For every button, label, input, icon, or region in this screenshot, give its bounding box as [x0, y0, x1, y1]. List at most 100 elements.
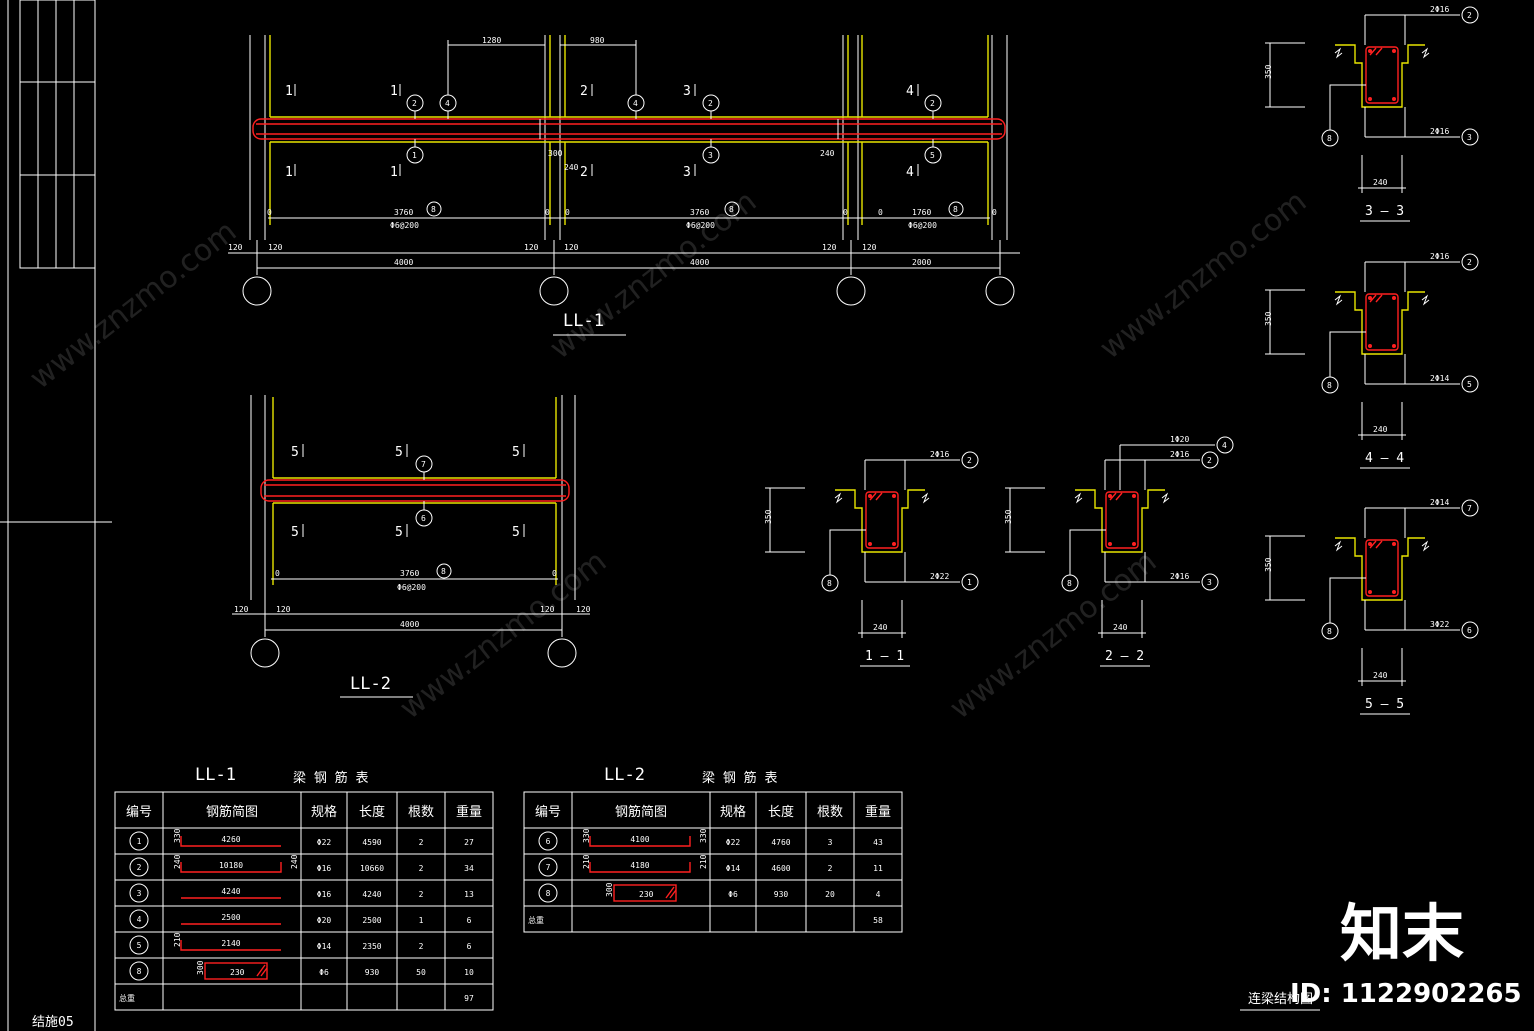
bar-shape-label: 240 — [173, 854, 182, 869]
brand-logo: 知末 — [1340, 897, 1464, 970]
axis-bubble — [836, 276, 866, 306]
ll1-stirrup-spec: Φ6@200 — [908, 221, 937, 230]
axis-bubble — [539, 276, 569, 306]
row-number: 1 — [137, 837, 142, 846]
cell-length: 4590 — [362, 838, 381, 847]
bar-shape-label: 2140 — [221, 939, 240, 948]
row-number: 6 — [546, 837, 551, 846]
bottom-bar-spec: 3Φ22 — [1430, 620, 1449, 629]
cell-length: 10660 — [360, 864, 384, 873]
stirrup-tag: 8 — [729, 205, 734, 214]
cell-spec: Φ14 — [317, 942, 332, 951]
bar-tag: 3 — [1467, 133, 1472, 142]
ll1-top-dim: 1280 — [482, 36, 501, 45]
offset-dim: 120 — [540, 605, 555, 614]
table-header: 钢筋简图 — [615, 804, 667, 820]
cell-length: 4760 — [771, 838, 790, 847]
table-header: 钢筋简图 — [206, 804, 258, 820]
stirrup-tag: 8 — [827, 579, 832, 588]
zero-label: 0 — [878, 208, 883, 217]
cell-count: 2 — [419, 838, 424, 847]
bar-shape-label: 330 — [582, 828, 591, 843]
width-dim: 240 — [1113, 623, 1128, 632]
ll2-title: LL-2 — [350, 674, 391, 694]
ll1-stirrup-spec: Φ6@200 — [686, 221, 715, 230]
table-header: 编号 — [126, 805, 152, 820]
bar-tag: 7 — [1467, 504, 1472, 513]
bar-tag: 3 — [1207, 578, 1212, 587]
bar-shape-label: 230 — [639, 890, 654, 899]
cell-length: 930 — [774, 890, 789, 899]
section-label: 2 — 2 — [1105, 649, 1144, 664]
cell-count: 2 — [419, 942, 424, 951]
table-header: 重量 — [456, 804, 482, 820]
cell-weight: 34 — [464, 864, 474, 873]
section-mark: 4 — [906, 165, 914, 180]
bar-tag: 1 — [412, 151, 417, 160]
cell-weight: 10 — [464, 968, 474, 977]
height-dim: 350 — [764, 509, 773, 524]
section-mark: 5 — [291, 525, 299, 540]
cell-spec: Φ6 — [319, 968, 329, 977]
ll1-clear-span: 3760 — [690, 208, 709, 217]
bar-tag: 4 — [1222, 441, 1227, 450]
stirrup-tag: 8 — [1067, 579, 1072, 588]
zero-label: 0 — [565, 208, 570, 217]
total-label: 总重 — [119, 993, 135, 1003]
table-header: 编号 — [535, 805, 561, 820]
row-number: 3 — [137, 889, 142, 898]
bar-shape-label: 230 — [230, 968, 245, 977]
stirrup-tag: 8 — [1327, 627, 1332, 636]
cell-count: 20 — [825, 890, 835, 899]
section-mark: 3 — [683, 165, 691, 180]
cell-spec: Φ6 — [728, 890, 738, 899]
cell-weight: 27 — [464, 838, 474, 847]
zero-label: 0 — [267, 208, 272, 217]
top-bar-spec: 2Φ14 — [1430, 498, 1449, 507]
bar-shape-label: 10180 — [219, 861, 243, 870]
top-bar-spec: 2Φ16 — [1170, 450, 1189, 459]
cell-length: 2500 — [362, 916, 381, 925]
axis-bubble — [242, 276, 272, 306]
top-bar-spec: 2Φ16 — [930, 450, 949, 459]
bar-tag: 2 — [708, 99, 713, 108]
total-weight: 97 — [464, 994, 474, 1003]
cell-count: 3 — [828, 838, 833, 847]
cell-count: 1 — [419, 916, 424, 925]
cell-spec: Φ16 — [317, 864, 332, 873]
row-number: 4 — [137, 915, 142, 924]
table-title: 梁 钢 筋 表 — [293, 770, 368, 786]
row-number: 8 — [137, 967, 142, 976]
section-mark: 5 — [395, 525, 403, 540]
cell-length: 4240 — [362, 890, 381, 899]
ll1-elevation: 1280 980 1 1 2 3 4 1 1 2 3 4 2 — [228, 35, 1020, 336]
ll1-clear-span: 3760 — [394, 208, 413, 217]
bottom-bar-spec: 2Φ16 — [1430, 127, 1449, 136]
section-label: 3 — 3 — [1365, 204, 1404, 219]
cell-length: 4600 — [771, 864, 790, 873]
cell-length: 930 — [365, 968, 380, 977]
section-mark: 1 — [285, 84, 293, 99]
bottom-bar-spec: 2Φ22 — [930, 572, 949, 581]
cell-spec: Φ16 — [317, 890, 332, 899]
axis-bubble — [250, 638, 280, 668]
height-dim: 350 — [1264, 557, 1273, 572]
stirrup-tag: 8 — [953, 205, 958, 214]
row-number: 7 — [546, 863, 551, 872]
bar-shape-label: 210 — [173, 932, 182, 947]
ll2-bay-span: 4000 — [400, 620, 419, 629]
bar-shape-label: 210 — [582, 854, 591, 869]
cell-count: 2 — [419, 864, 424, 873]
sheet-number: 结施05 — [32, 1015, 74, 1030]
offset-dim: 120 — [524, 243, 539, 252]
